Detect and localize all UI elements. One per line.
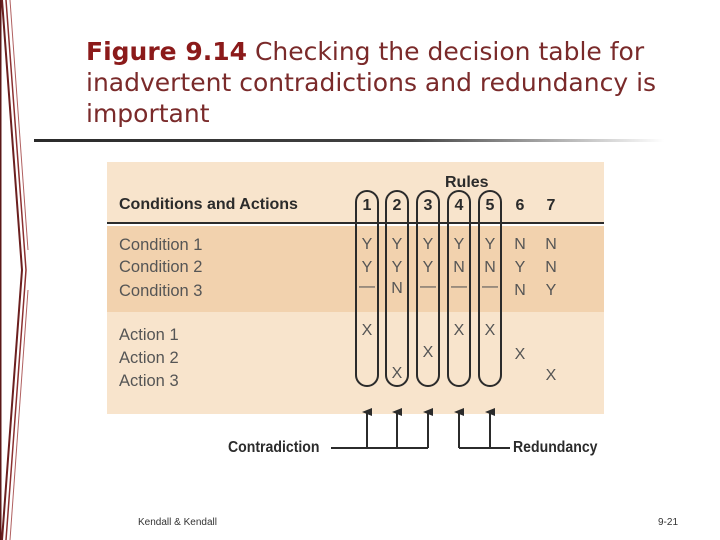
rule-number: 6 <box>515 197 525 214</box>
rule-number: 3 <box>423 197 433 214</box>
condition-cell: Y <box>453 236 465 253</box>
condition-cell: N <box>514 236 526 253</box>
rule-1-loop <box>355 190 379 387</box>
footer-page-number: 9-21 <box>657 517 678 528</box>
contradiction-label: Contradiction <box>228 439 320 456</box>
figure-caption: Checking the decision table for inadvert… <box>86 37 657 128</box>
redundancy-label: Redundancy <box>513 439 598 456</box>
conditions-actions-header: Conditions and Actions <box>119 196 298 213</box>
redundancy-bracket <box>454 408 510 449</box>
action-cell: X <box>422 344 434 361</box>
condition-cell: N <box>391 280 403 297</box>
condition-cell: Y <box>422 259 434 276</box>
rule-4-loop <box>447 190 471 387</box>
rules-header: Rules <box>445 174 489 191</box>
action-cell: X <box>391 365 403 382</box>
condition-cell: Y <box>361 236 373 253</box>
action-label: Action 3 <box>119 372 179 390</box>
action-label: Action 2 <box>119 349 179 367</box>
rule-number: 4 <box>454 197 464 214</box>
rule-3-loop <box>416 190 440 387</box>
slide-title: Figure 9.14 Checking the decision table … <box>86 36 686 129</box>
condition-cell: Y <box>391 259 403 276</box>
rule-5-loop <box>478 190 502 387</box>
rule-number: 5 <box>485 197 495 214</box>
action-cell: X <box>514 346 526 363</box>
condition-cell: N <box>545 259 557 276</box>
condition-cell: Y <box>514 259 526 276</box>
rule-number: 7 <box>546 197 556 214</box>
rule-number: 2 <box>392 197 402 214</box>
condition-cell: N <box>545 236 557 253</box>
title-divider <box>34 139 664 142</box>
condition-label: Condition 2 <box>119 258 203 276</box>
condition-cell: — <box>451 278 467 295</box>
condition-cell: — <box>420 278 436 295</box>
condition-label: Condition 3 <box>119 282 203 300</box>
rule-2-loop <box>385 190 409 387</box>
condition-cell: — <box>359 278 375 295</box>
condition-cell: Y <box>484 236 496 253</box>
contradiction-bracket <box>331 408 433 449</box>
decorative-left-border <box>0 0 30 540</box>
action-cell: X <box>545 367 557 384</box>
action-cell: X <box>453 322 465 339</box>
rule-annotations-overlay <box>331 190 510 449</box>
action-cell: X <box>484 322 496 339</box>
condition-cell: Y <box>361 259 373 276</box>
action-cell: X <box>361 322 373 339</box>
condition-cell: Y <box>391 236 403 253</box>
condition-label: Condition 1 <box>119 236 203 254</box>
condition-cell: N <box>484 259 496 276</box>
condition-cell: Y <box>422 236 434 253</box>
condition-cell: N <box>514 282 526 299</box>
decision-table-figure: Rules Conditions and Actions 1 2 3 4 5 6… <box>107 160 607 460</box>
action-label: Action 1 <box>119 326 179 344</box>
rule-number: 1 <box>362 197 372 214</box>
condition-cell: — <box>482 278 498 295</box>
condition-cell: Y <box>545 282 557 299</box>
condition-cell: N <box>453 259 465 276</box>
footer-author: Kendall & Kendall <box>138 517 217 528</box>
figure-label: Figure 9.14 <box>86 37 248 66</box>
